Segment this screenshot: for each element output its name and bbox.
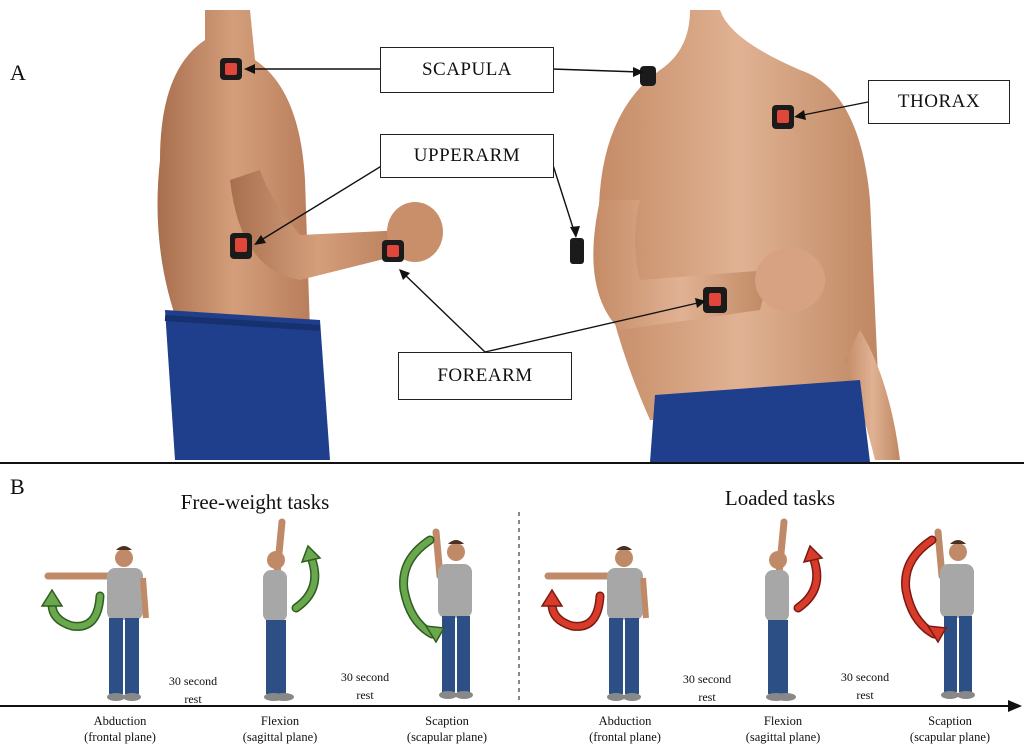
rest-label-4: 30 secondrest xyxy=(820,668,910,704)
task-label: Flexion(sagittal plane) xyxy=(210,713,350,745)
label-upperarm: UPPERARM xyxy=(380,134,554,178)
avatar-scaption-free xyxy=(436,532,473,699)
loaded-title: Loaded tasks xyxy=(680,486,880,511)
avatar-flexion-free xyxy=(263,522,294,701)
label-scapula: SCAPULA xyxy=(380,47,554,93)
timeline-arrowhead xyxy=(1008,700,1022,712)
task-label: Scaption(scapular plane) xyxy=(880,713,1020,745)
rest-label-1: 30 secondrest xyxy=(148,672,238,708)
label-thorax: THORAX xyxy=(868,80,1010,124)
task-label: Abduction(frontal plane) xyxy=(555,713,695,745)
free-weight-title: Free-weight tasks xyxy=(140,490,370,515)
right-model-figure xyxy=(593,10,900,462)
task-label: Scaption(scapular plane) xyxy=(377,713,517,745)
left-model-pants xyxy=(165,310,330,460)
label-forearm: FOREARM xyxy=(398,352,572,400)
rest-label-2: 30 secondrest xyxy=(320,668,410,704)
task-label: Abduction(frontal plane) xyxy=(50,713,190,745)
rest-label-3: 30 secondrest xyxy=(662,670,752,706)
avatar-scaption-loaded xyxy=(938,532,975,699)
task-label: Flexion(sagittal plane) xyxy=(713,713,853,745)
avatar-flexion-loaded xyxy=(765,522,796,701)
